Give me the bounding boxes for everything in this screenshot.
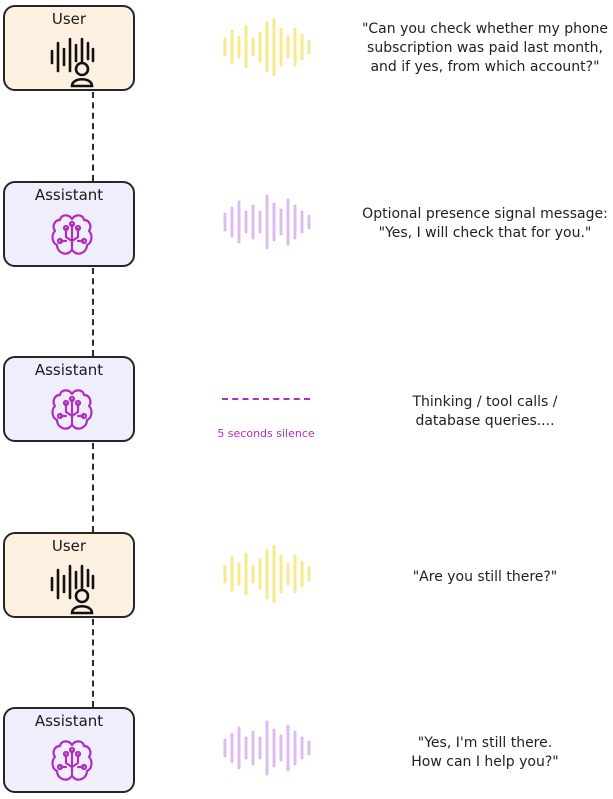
user-voice-waveform	[223, 18, 311, 76]
user-voice-waveform	[223, 545, 311, 603]
message-text: Thinking / tool calls / database queries…	[360, 393, 610, 431]
silence-indicator	[222, 398, 310, 400]
actor-label: User	[51, 10, 87, 28]
wave-bars	[223, 720, 311, 776]
actor-box-assistant: Assistant	[3, 356, 135, 442]
message-text: Optional presence signal message: "Yes, …	[360, 205, 610, 243]
actor-label: Assistant	[34, 361, 104, 379]
message-text: "Can you check whether my phone subscrip…	[360, 20, 610, 77]
message-line: "Yes, I'm still there.	[417, 735, 553, 751]
message-line: and if yes, from which account?"	[370, 59, 600, 75]
actor-box-user: User	[3, 532, 135, 618]
brain-circuit-icon	[51, 389, 93, 430]
assistant-voice-waveform	[223, 720, 311, 776]
connector-line	[92, 619, 94, 707]
voice-user-icon	[50, 564, 95, 615]
assistant-voice-waveform	[223, 194, 311, 250]
actor-box-assistant: Assistant	[3, 707, 135, 793]
wave-bars	[223, 18, 311, 76]
actor-box-assistant: Assistant	[3, 181, 135, 267]
silence-label: 5 seconds silence	[217, 427, 315, 440]
message-line: database queries....	[415, 413, 555, 429]
brain-circuit-icon	[51, 214, 93, 255]
actor-label: User	[51, 537, 87, 555]
message-line: How can I help you?"	[411, 754, 559, 770]
connector-line	[92, 443, 94, 532]
connector-line	[92, 268, 94, 356]
message-line: Optional presence signal message:	[362, 206, 608, 222]
actor-box-user: User	[3, 5, 135, 91]
connector-line	[92, 92, 94, 181]
brain-circuit-icon	[51, 740, 93, 781]
message-text: "Yes, I'm still there. How can I help yo…	[360, 734, 610, 772]
voice-user-icon	[50, 37, 95, 88]
message-line: Thinking / tool calls /	[412, 394, 558, 410]
message-line: subscription was paid last month,	[367, 40, 603, 56]
message-text: "Are you still there?"	[360, 568, 610, 587]
message-line: "Are you still there?"	[412, 569, 558, 585]
actor-label: Assistant	[34, 712, 104, 730]
message-line: "Can you check whether my phone	[361, 21, 609, 37]
actor-label: Assistant	[34, 186, 104, 204]
message-line: "Yes, I will check that for you."	[378, 225, 592, 241]
wave-bars	[223, 194, 311, 250]
wave-bars	[223, 545, 311, 603]
